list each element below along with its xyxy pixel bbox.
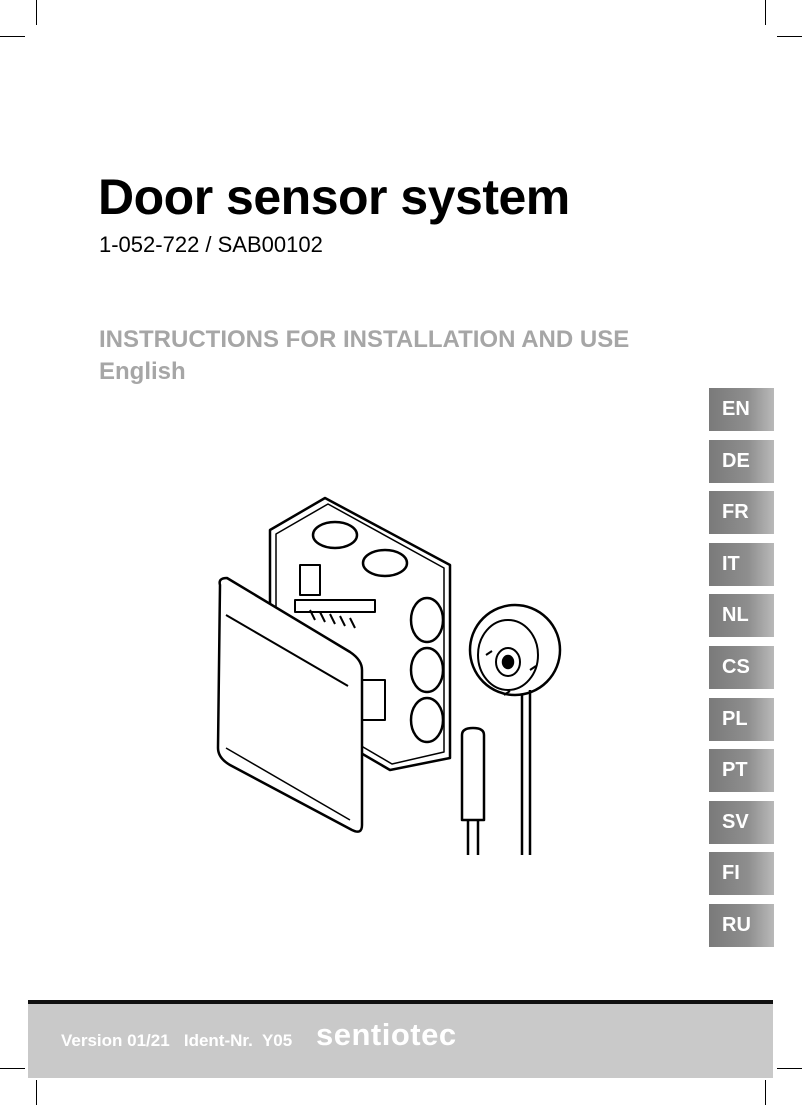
rod-sensor bbox=[460, 726, 486, 822]
cover-panel bbox=[216, 576, 364, 833]
language-tab-de[interactable]: DE bbox=[709, 439, 774, 483]
instructions-heading: INSTRUCTIONS FOR INSTALLATION AND USE bbox=[99, 326, 630, 353]
crop-mark bbox=[0, 36, 25, 37]
footer-version-line: Version 01/21 Ident-Nr. Y05 bbox=[61, 1031, 292, 1051]
cable-entry bbox=[409, 696, 445, 744]
crop-mark bbox=[765, 0, 766, 25]
crop-mark bbox=[36, 0, 37, 25]
language-tab-fr[interactable]: FR bbox=[709, 491, 774, 535]
product-codes: 1-052-722 / SAB00102 bbox=[99, 232, 323, 257]
cable-entry bbox=[311, 520, 359, 550]
language-tab-nl[interactable]: NL bbox=[709, 594, 774, 638]
footer-bar: Version 01/21 Ident-Nr. Y05 sentiotec bbox=[28, 1000, 773, 1078]
instructions-heading-block: INSTRUCTIONS FOR INSTALLATION AND USE En… bbox=[99, 324, 629, 388]
language-tab-pt[interactable]: PT bbox=[709, 749, 774, 793]
language-tab-fi[interactable]: FI bbox=[709, 852, 774, 896]
language-tab-ru[interactable]: RU bbox=[709, 903, 774, 947]
language-tab-list: EN DE FR IT NL CS PL PT SV FI RU bbox=[709, 388, 774, 956]
document-title: Door sensor system bbox=[98, 169, 570, 225]
cable-entry bbox=[409, 596, 445, 644]
product-illustration bbox=[216, 496, 562, 855]
brand-logo: sentiotec bbox=[316, 1017, 457, 1052]
language-tab-cs[interactable]: CS bbox=[709, 645, 774, 689]
language-tab-it[interactable]: IT bbox=[709, 542, 774, 586]
cable-entry bbox=[409, 646, 445, 694]
language-label: English bbox=[99, 358, 186, 385]
crop-mark bbox=[765, 1080, 766, 1105]
version-label: Version 01/21 bbox=[61, 1031, 170, 1050]
crop-mark bbox=[0, 1068, 25, 1069]
cable-entry bbox=[361, 548, 409, 578]
language-tab-pl[interactable]: PL bbox=[709, 697, 774, 741]
crop-mark bbox=[777, 1068, 802, 1069]
ident-number: Ident-Nr. Y05 bbox=[183, 1031, 293, 1050]
crop-mark bbox=[36, 1080, 37, 1105]
language-tab-en[interactable]: EN bbox=[709, 388, 774, 431]
crop-mark bbox=[777, 36, 802, 37]
language-tab-sv[interactable]: SV bbox=[709, 800, 774, 844]
